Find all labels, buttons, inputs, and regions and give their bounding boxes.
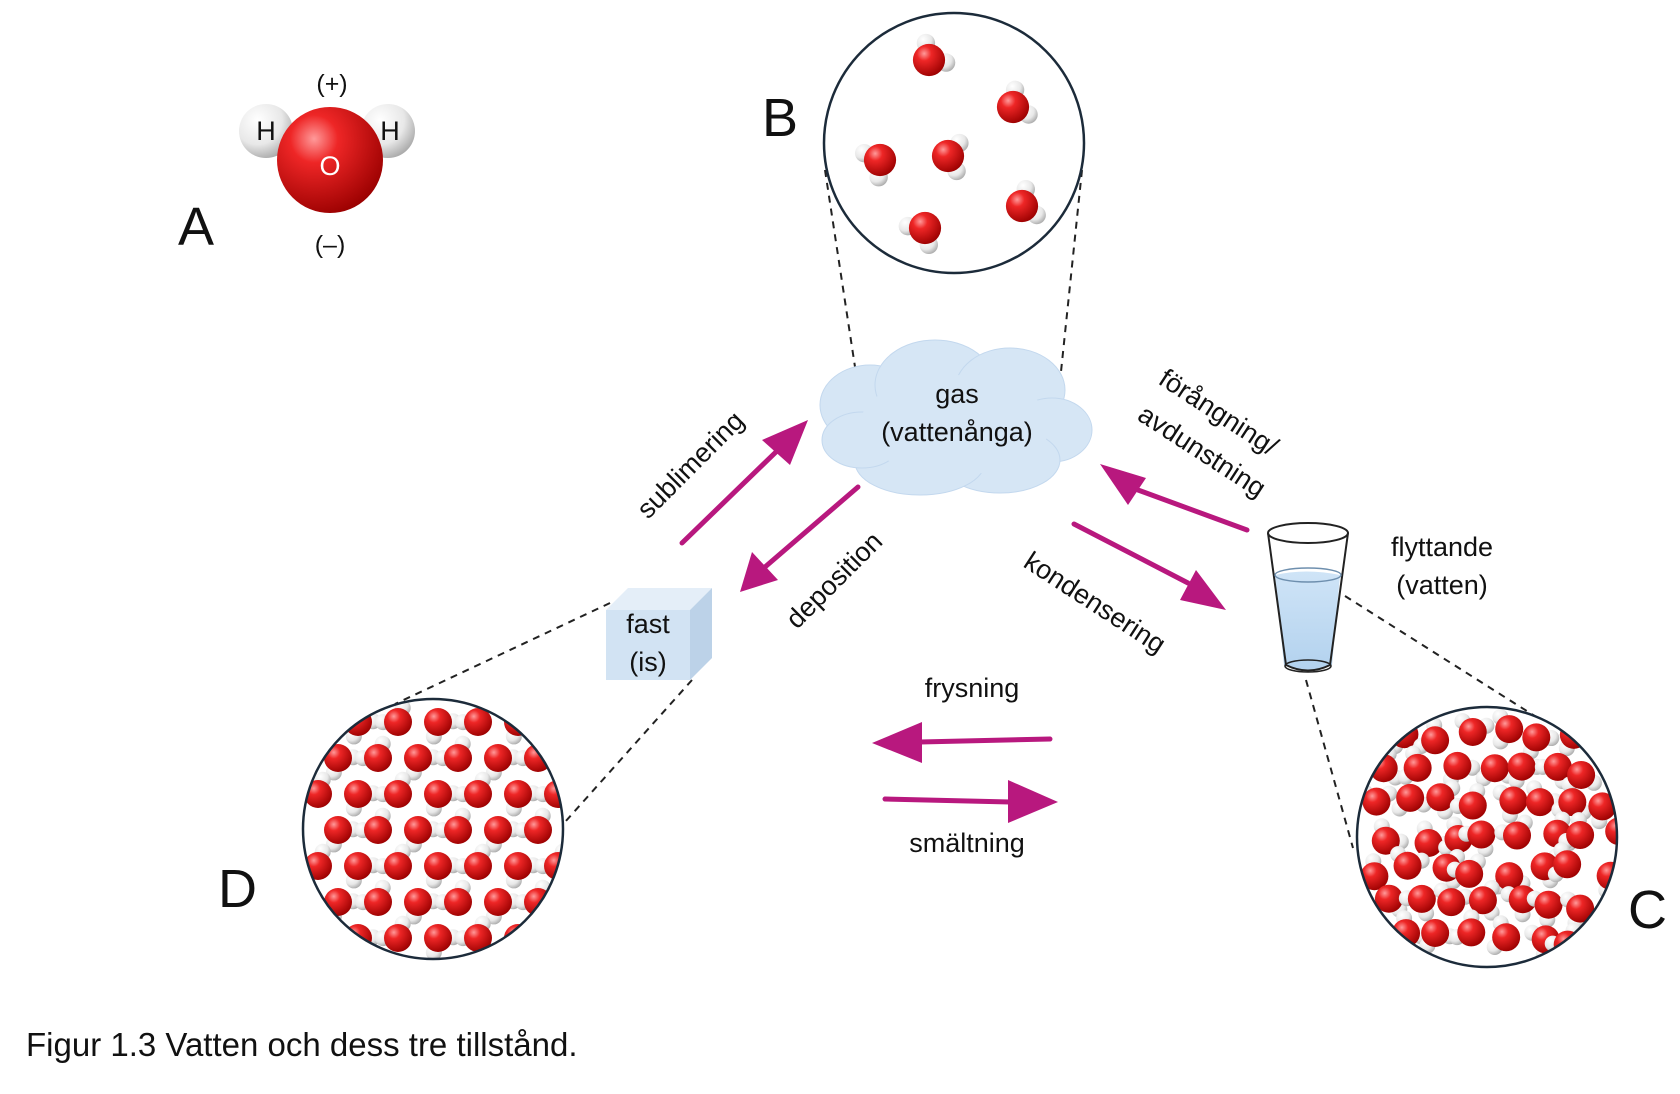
ice-molecule xyxy=(355,735,392,772)
oxygen-label: O xyxy=(319,151,340,181)
ice-molecule xyxy=(424,852,461,889)
sublimation-arrow xyxy=(679,420,808,546)
liquid-molecule xyxy=(1547,842,1582,883)
ice-molecule xyxy=(435,735,472,772)
ice-molecule xyxy=(435,807,472,844)
ice-molecule xyxy=(455,915,492,952)
charge-positive-label: (+) xyxy=(316,70,347,98)
solid-state-label-line2: (is) xyxy=(629,647,666,677)
arrows xyxy=(679,420,1250,823)
ice-molecule xyxy=(564,888,601,924)
ice-molecule xyxy=(504,924,541,959)
gas-molecule xyxy=(912,33,956,77)
liquid-molecule xyxy=(1357,926,1398,959)
ice-molecule xyxy=(535,915,563,952)
liquid-molecule xyxy=(1492,784,1528,824)
freezing-arrow xyxy=(872,722,1053,763)
ice-molecule xyxy=(303,699,332,736)
ice-molecule xyxy=(435,879,472,916)
ice-molecule xyxy=(484,888,521,925)
liquid-molecule xyxy=(1449,909,1486,947)
ice-molecule xyxy=(355,807,392,844)
liquid-molecule xyxy=(1492,708,1524,750)
dashed-connectors xyxy=(394,169,1542,849)
gas-molecule xyxy=(854,143,897,187)
ice-molecule xyxy=(303,915,332,952)
liquid-state-label-line2: (vatten) xyxy=(1396,570,1488,600)
liquid-molecule xyxy=(1583,923,1617,959)
ice-molecule xyxy=(455,771,492,808)
liquid-molecule xyxy=(1446,853,1486,888)
liquid-molecule xyxy=(1371,818,1409,855)
gas-molecule xyxy=(931,133,969,181)
ice-molecule xyxy=(504,780,541,817)
liquid-molecule xyxy=(1391,783,1432,817)
melting-label: smältning xyxy=(909,828,1025,858)
liquid-molecule xyxy=(1534,752,1572,790)
liquid-molecule xyxy=(1588,792,1617,830)
deposition-arrow xyxy=(740,484,861,592)
liquid-state-label-line1: flyttande xyxy=(1391,532,1493,562)
liquid-molecule xyxy=(1398,884,1436,922)
ice-molecule xyxy=(515,807,552,844)
ice-molecule xyxy=(535,699,563,736)
gas-molecule xyxy=(898,211,942,255)
hydrogen-label-right: H xyxy=(380,116,400,146)
gas-state-label-line1: gas xyxy=(935,379,979,409)
ice-molecule xyxy=(455,843,492,880)
hydrogen-label-left: H xyxy=(256,116,276,146)
liquid-molecule xyxy=(1468,880,1500,921)
ice-molecule xyxy=(564,816,601,852)
gas-molecules-view xyxy=(822,11,1086,275)
liquid-molecule xyxy=(1397,745,1432,785)
solid-state-label-line1: fast xyxy=(626,609,670,639)
ice-molecule xyxy=(355,879,392,916)
liquid-molecule xyxy=(1426,780,1461,820)
condensation-arrow xyxy=(1071,521,1226,610)
cloud-icon xyxy=(819,339,1093,496)
liquid-molecule xyxy=(1500,885,1537,923)
evaporation-arrow xyxy=(1100,464,1250,533)
gas-state-label-line2: (vattenånga) xyxy=(881,417,1033,447)
liquid-molecule xyxy=(1560,891,1595,931)
ice-molecule xyxy=(324,816,361,853)
liquid-molecule xyxy=(1525,780,1563,817)
liquid-molecule xyxy=(1454,713,1495,746)
liquid-molecule xyxy=(1390,846,1430,880)
liquid-molecule xyxy=(1486,915,1521,955)
solid-molecules-view xyxy=(301,697,601,961)
sublimation-label: sublimering xyxy=(631,405,750,524)
panel-letter-b: B xyxy=(762,88,798,148)
ice-molecule xyxy=(375,843,412,880)
figure-caption: Figur 1.3 Vatten och dess tre tillstånd. xyxy=(26,1026,578,1063)
liquid-molecule xyxy=(1605,754,1617,787)
ice-cube-icon xyxy=(606,588,712,680)
panel-letter-a: A xyxy=(178,197,214,257)
ice-molecule xyxy=(564,744,601,780)
panel-letter-d: D xyxy=(218,859,257,919)
liquid-molecules-view xyxy=(1355,705,1619,969)
liquid-molecule xyxy=(1494,814,1533,850)
melting-arrow xyxy=(882,780,1058,823)
ice-molecule xyxy=(375,915,412,952)
liquid-molecule xyxy=(1449,783,1487,820)
liquid-molecule xyxy=(1585,719,1617,760)
water-glass-icon xyxy=(1267,522,1349,673)
ice-molecule xyxy=(375,771,412,808)
liquid-molecule xyxy=(1526,890,1563,928)
panel-letter-c: C xyxy=(1628,880,1667,940)
freezing-label: frysning xyxy=(925,673,1020,703)
water-molecule-model: H H O (+) (–) xyxy=(239,70,415,259)
liquid-molecule xyxy=(1605,817,1617,846)
charge-negative-label: (–) xyxy=(315,231,346,259)
gas-molecule xyxy=(996,80,1038,124)
liquid-molecule xyxy=(1458,820,1496,857)
gas-molecule xyxy=(1005,179,1046,225)
